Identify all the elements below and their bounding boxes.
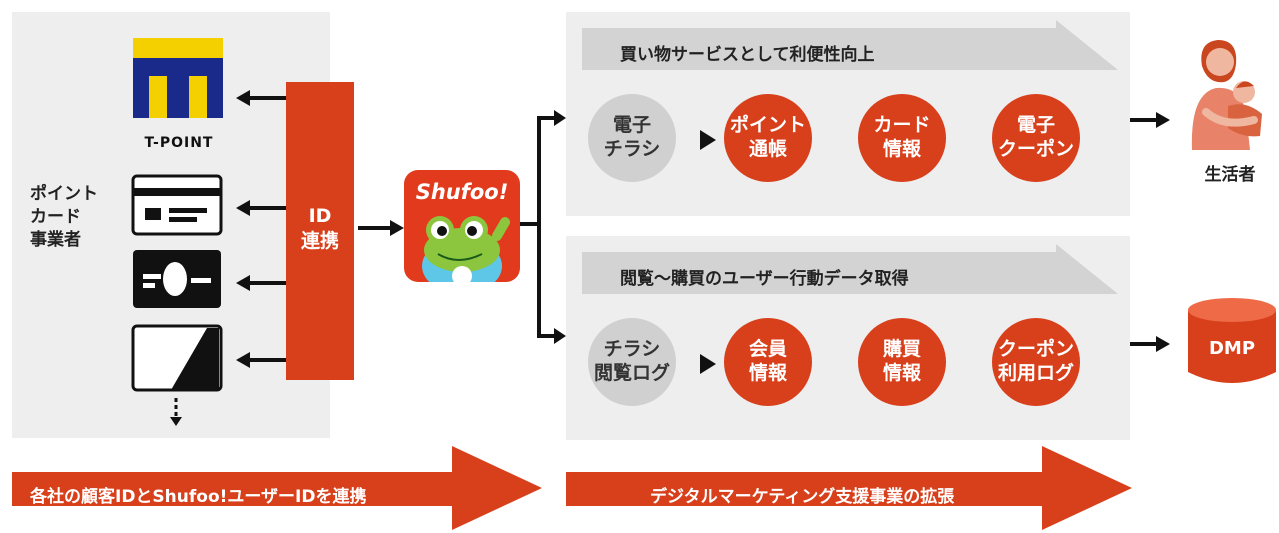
e-coupon-circle: 電子 クーポン (992, 94, 1080, 182)
more-down-icon (170, 398, 182, 426)
behavior-banner-text: 閲覧〜購買のユーザー行動データ取得 (620, 269, 909, 289)
play-icon (700, 130, 716, 150)
id-link-label: ID 連携 (300, 205, 339, 252)
play-icon (700, 354, 716, 374)
member-info-circle: 会員 情報 (724, 318, 812, 406)
card-icon (131, 324, 223, 392)
dmp-database-icon (1188, 298, 1276, 383)
point-card-label: ポイント カード 事業者 (30, 184, 98, 250)
id-link-bar (286, 82, 354, 380)
right-big-arrow (566, 446, 1132, 530)
dmp-label: DMP (1208, 338, 1256, 359)
marketing-caption: デジタルマーケティング支援事業の拡張 (650, 487, 955, 507)
purchase-info-circle: 購買 情報 (858, 318, 946, 406)
shufoo-app-name: Shufoo! (415, 180, 509, 204)
to-dmp-arrow (1130, 336, 1170, 352)
mother-child-icon (1191, 40, 1262, 150)
id-to-card-arrows (236, 90, 286, 368)
consumer-label: 生活者 (1204, 165, 1256, 185)
convenience-banner-text: 買い物サービスとして利便性向上 (620, 45, 875, 65)
shufoo-app-icon: Shufoo! (404, 170, 520, 282)
behavior-banner-arrow (582, 244, 1118, 294)
card-icon (131, 174, 223, 236)
id-link-caption: 各社の顧客IDとShufoo!ユーザーIDを連携 (30, 487, 367, 507)
flyer-log-circle: チラシ 閲覧ログ (588, 318, 676, 406)
card-icon (133, 250, 221, 308)
frog-mascot-icon (422, 216, 510, 282)
left-big-arrow (12, 446, 542, 530)
t-point-logo (133, 38, 223, 118)
tpoint-label: T-POINT (144, 135, 214, 151)
convenience-banner-arrow (582, 20, 1118, 70)
flyer-circle: 電子 チラシ (588, 94, 676, 182)
point-book-circle: ポイント 通帳 (724, 94, 812, 182)
branch-connector (520, 110, 566, 344)
card-info-circle: カード 情報 (858, 94, 946, 182)
coupon-log-circle: クーポン 利用ログ (992, 318, 1080, 406)
id-to-app-arrow (358, 220, 404, 236)
to-consumer-arrow (1130, 112, 1170, 128)
